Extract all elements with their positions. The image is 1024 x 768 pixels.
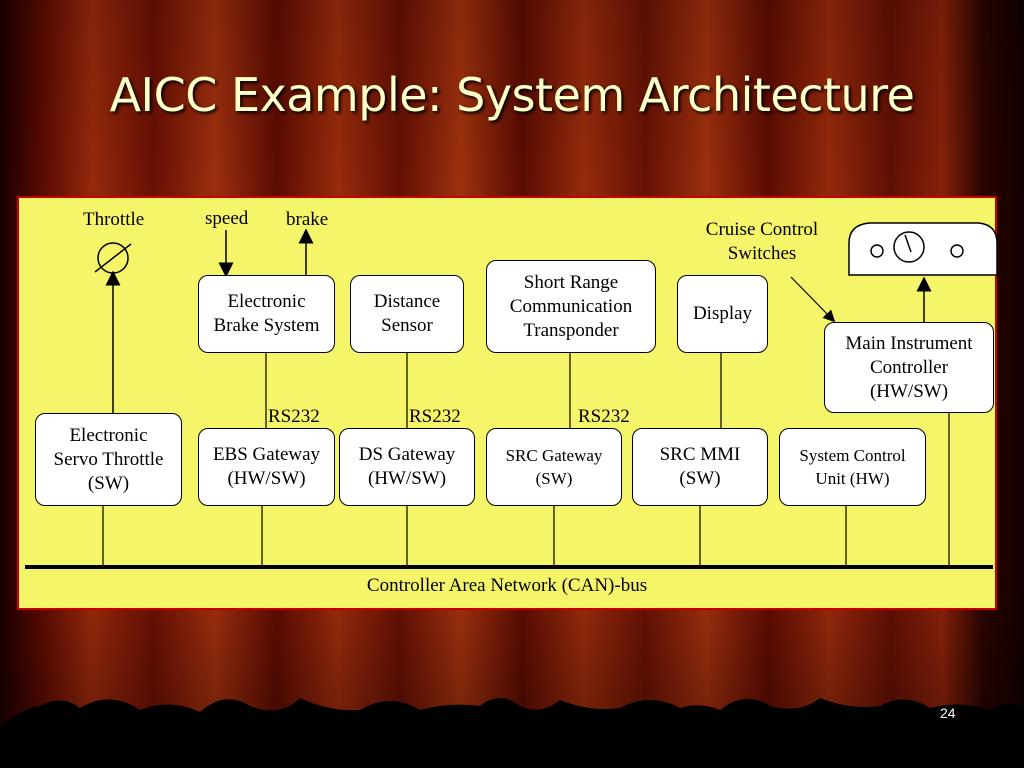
brake-label: brake: [286, 209, 329, 230]
ds-gateway-box: DS Gateway(HW/SW): [339, 428, 475, 506]
cruise-control-label: Cruise Control Switches: [705, 219, 819, 264]
rs232-label: RS232: [268, 406, 320, 427]
src-gateway-box: SRC Gateway(SW): [486, 428, 622, 506]
instrument-cluster-icon: [848, 222, 998, 276]
slide-title: AICC Example: System Architecture: [109, 68, 915, 122]
can-bus-label: Controller Area Network (CAN)-bus: [366, 575, 648, 596]
display-box: Display: [677, 275, 768, 353]
ebs-gateway-box: EBS Gateway(HW/SW): [198, 428, 335, 506]
cruise-switch-arrow: [790, 276, 836, 323]
throttle-symbol-icon: [94, 242, 132, 274]
page-number: 24: [940, 705, 956, 721]
rs232-label: RS232: [409, 406, 461, 427]
rs232-label: RS232: [578, 406, 630, 427]
architecture-diagram: Throttle speed brake Cruise Control Swit…: [17, 196, 998, 610]
stage-floor: [0, 698, 1024, 768]
throttle-label: Throttle: [83, 209, 145, 230]
src-mmi-box: SRC MMI(SW): [632, 428, 768, 506]
diagram-wires: [25, 222, 998, 569]
speed-label: speed: [205, 208, 249, 229]
